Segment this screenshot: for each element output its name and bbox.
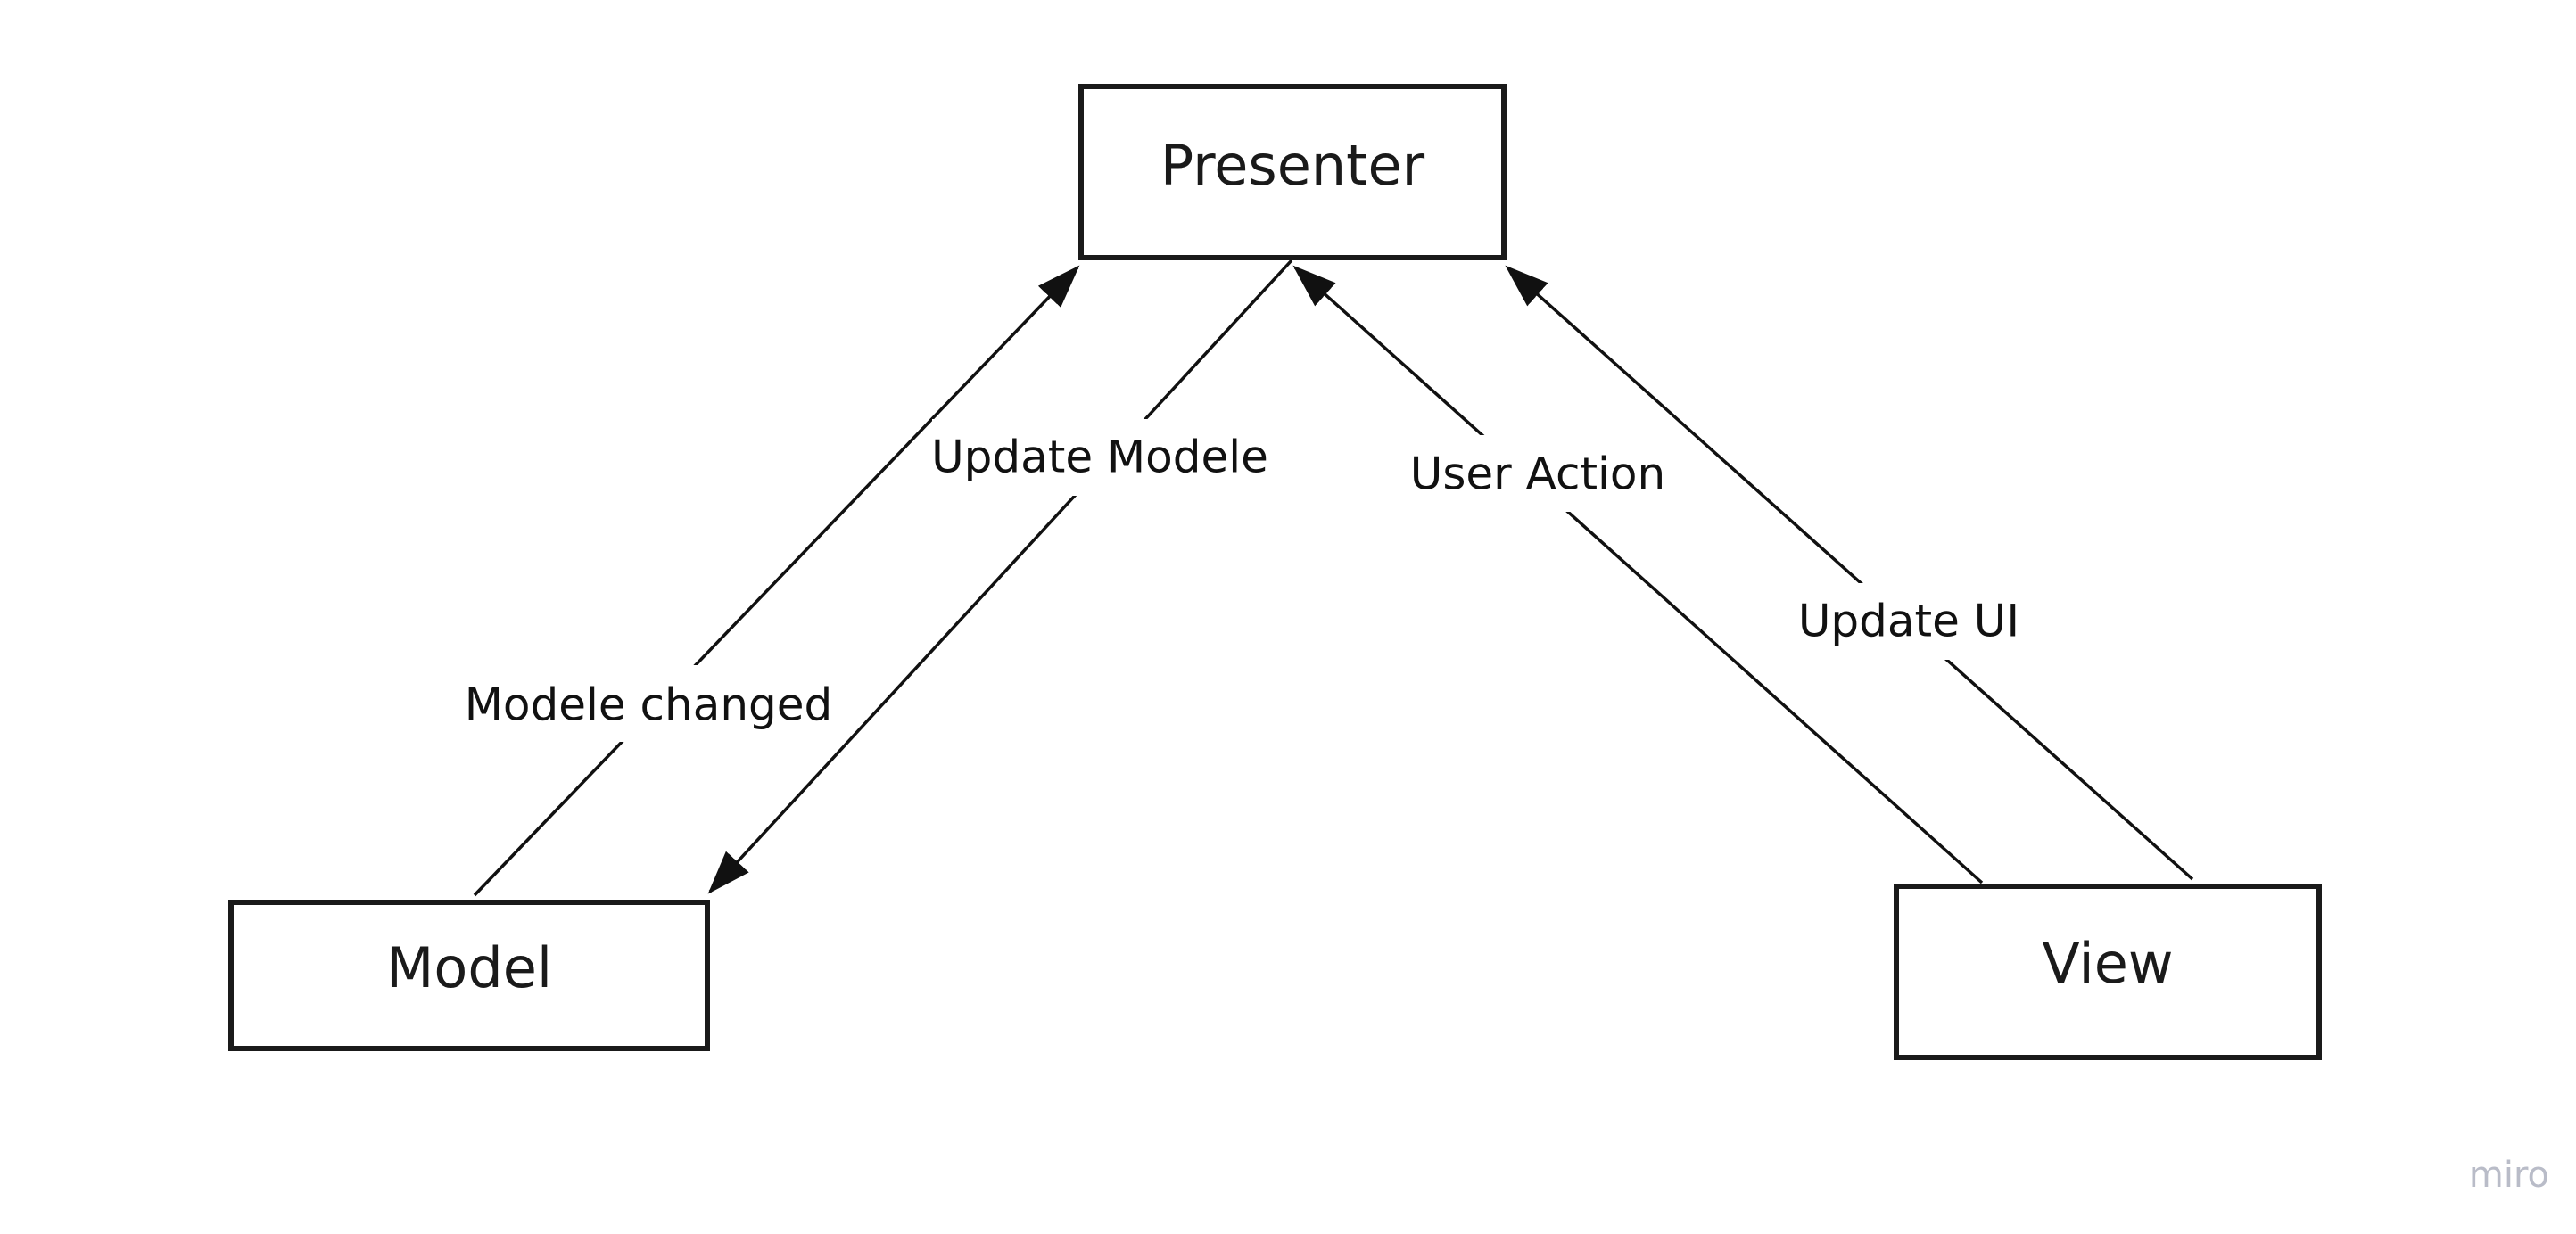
edge-update-modele [707,259,1293,894]
node-model[interactable]: Model [228,900,710,1051]
edge-label-update-ui: Update UI [1798,596,2019,647]
edge-label-bg-update-ui [1793,583,2025,660]
node-box-view [1894,884,2322,1060]
miro-watermark: miro [2469,1155,2549,1196]
node-box-presenter [1078,84,1507,260]
node-label-presenter: Presenter [1160,133,1425,198]
edge-modele-changed [473,265,1080,897]
node-view[interactable]: View [1894,884,2322,1060]
node-label-view: View [2042,931,2173,996]
edge-line-update-ui [1505,265,2194,881]
edge-label-bg-user-action [1405,435,1672,512]
edge-label-update-modele: Update Modele [931,432,1268,483]
edge-line-update-modele [707,259,1293,894]
edge-label-user-action: User Action [1410,448,1665,500]
edge-label-bg-modele-changed [468,665,834,742]
node-presenter[interactable]: Presenter [1078,84,1507,260]
node-label-model: Model [386,935,552,1000]
edge-user-action [1292,265,1984,884]
edge-line-user-action [1292,265,1984,884]
edge-update-ui [1505,265,2194,881]
node-box-model [228,900,710,1051]
edge-line-modele-changed [473,265,1080,897]
edge-label-modele-changed: Modele changed [465,679,833,731]
edge-label-bg-update-modele [932,419,1271,496]
